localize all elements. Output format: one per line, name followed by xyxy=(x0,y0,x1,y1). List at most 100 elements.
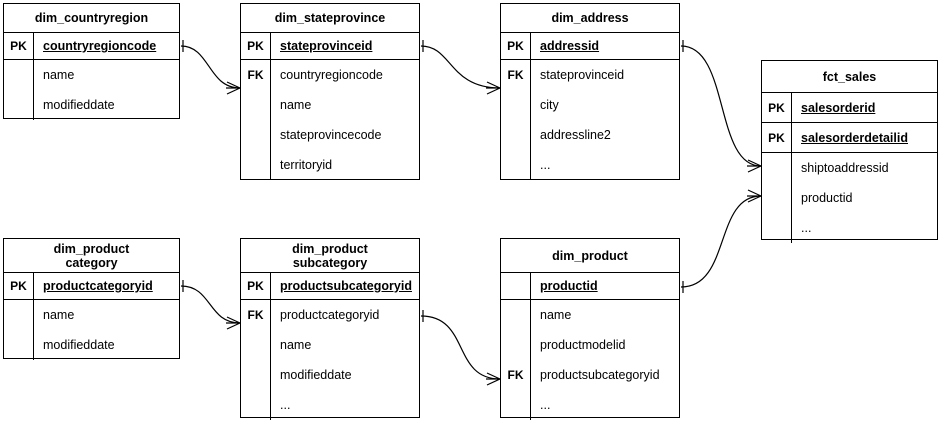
attribute-row[interactable]: FK countryregioncode xyxy=(241,60,419,90)
attribute-name: stateprovinceid xyxy=(280,39,373,53)
attribute-row[interactable]: productid xyxy=(762,183,937,213)
attribute-name: modifieddate xyxy=(43,338,115,352)
attribute-name: name xyxy=(540,308,572,322)
attribute-row[interactable]: addressline2 xyxy=(501,120,679,150)
attribute-row[interactable]: FK productcategoryid xyxy=(241,300,419,330)
key-indicator xyxy=(241,330,271,360)
attribute-row[interactable]: PK stateprovinceid xyxy=(241,33,419,60)
key-indicator xyxy=(241,360,271,390)
key-indicator xyxy=(4,90,34,120)
attribute-row[interactable]: stateprovincecode xyxy=(241,120,419,150)
attribute-row[interactable]: FK stateprovinceid xyxy=(501,60,679,90)
attribute-row[interactable]: ... xyxy=(501,150,679,180)
key-indicator xyxy=(501,390,531,420)
relationship-address-to-sales[interactable] xyxy=(680,40,762,173)
attribute-row[interactable]: name xyxy=(501,300,679,330)
key-indicator: PK xyxy=(241,33,271,59)
key-indicator xyxy=(241,120,271,150)
relationship-productcategory-to-subcategory[interactable] xyxy=(180,280,241,330)
attribute-row[interactable]: productid xyxy=(501,273,679,300)
cardinality-many-marker xyxy=(486,81,501,95)
entity-title: dim_address xyxy=(501,4,679,33)
attribute-row[interactable]: name xyxy=(241,330,419,360)
entity-title: dim_countryregion xyxy=(4,4,179,33)
key-indicator: FK xyxy=(501,360,531,390)
attribute-row[interactable]: modifieddate xyxy=(4,90,179,120)
attribute-row[interactable]: modifieddate xyxy=(4,330,179,360)
key-indicator: FK xyxy=(501,60,531,90)
attribute-name: productcategoryid xyxy=(280,308,380,322)
attribute-name: territoryid xyxy=(280,158,333,172)
cardinality-many-marker xyxy=(226,316,241,330)
attribute-name: stateprovinceid xyxy=(540,68,625,82)
attribute-row[interactable]: ... xyxy=(501,390,679,420)
attribute-name: stateprovincecode xyxy=(280,128,382,142)
attribute-name: name xyxy=(43,308,75,322)
relationship-line xyxy=(420,45,501,89)
attribute-row[interactable]: ... xyxy=(241,390,419,420)
key-indicator xyxy=(501,120,531,150)
key-indicator: PK xyxy=(4,273,34,299)
attribute-row[interactable]: modifieddate xyxy=(241,360,419,390)
attribute-name: modifieddate xyxy=(43,98,115,112)
attribute-row[interactable]: name xyxy=(4,60,179,90)
key-indicator: FK xyxy=(241,60,271,90)
relationship-productsubcategory-to-product[interactable] xyxy=(420,310,501,386)
attribute-row[interactable]: territoryid xyxy=(241,150,419,180)
attribute-name: name xyxy=(280,98,312,112)
relationship-line xyxy=(680,195,762,288)
key-indicator xyxy=(762,213,792,243)
cardinality-many-marker xyxy=(486,372,501,386)
attribute-row[interactable]: ... xyxy=(762,213,937,243)
key-indicator: PK xyxy=(241,273,271,299)
attribute-name: salesorderid xyxy=(801,100,876,115)
attribute-name: ... xyxy=(801,221,812,235)
attribute-name: ... xyxy=(280,398,291,412)
entity-title: dim_product category xyxy=(4,239,179,273)
attribute-name: productsubcategoryid xyxy=(540,368,660,382)
attribute-name: productmodelid xyxy=(540,338,626,352)
attribute-name: salesorderdetailid xyxy=(801,130,908,145)
key-indicator: FK xyxy=(241,300,271,330)
cardinality-many-marker xyxy=(747,159,762,173)
key-indicator xyxy=(241,390,271,420)
relationship-line xyxy=(180,45,241,89)
entity-title: dim_stateprovince xyxy=(241,4,419,33)
cardinality-many-marker xyxy=(747,189,762,203)
attribute-name: addressid xyxy=(540,39,600,53)
attribute-name: ... xyxy=(540,398,551,412)
attribute-name: countryregioncode xyxy=(280,68,383,82)
attribute-row[interactable]: name xyxy=(241,90,419,120)
relationship-countryregion-to-stateprovince[interactable] xyxy=(180,40,241,95)
attribute-row[interactable]: shiptoaddressid xyxy=(762,153,937,183)
attribute-name: shiptoaddressid xyxy=(801,161,889,175)
relationship-product-to-sales[interactable] xyxy=(680,189,762,293)
key-indicator xyxy=(501,90,531,120)
key-indicator xyxy=(4,300,34,330)
attribute-row[interactable]: FK productsubcategoryid xyxy=(501,360,679,390)
attribute-row[interactable]: productmodelid xyxy=(501,330,679,360)
key-indicator: PK xyxy=(762,93,792,122)
attribute-row[interactable]: city xyxy=(501,90,679,120)
relationship-stateprovince-to-address[interactable] xyxy=(420,40,501,95)
key-indicator xyxy=(501,300,531,330)
attribute-row[interactable]: PK salesorderid xyxy=(762,93,937,123)
attribute-row[interactable]: name xyxy=(4,300,179,330)
